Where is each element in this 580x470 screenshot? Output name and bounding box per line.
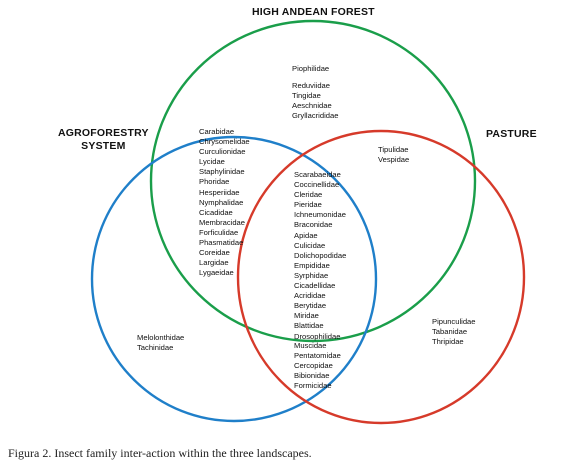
family-item: Nymphalidae: [199, 197, 244, 207]
family-item: Tipulidae: [378, 145, 409, 154]
family-item: Tabanidae: [432, 327, 468, 337]
agroforestry-system-circle: [90, 135, 378, 423]
family-item: Apidae: [294, 230, 318, 240]
forest-pasture-families: Tipulidae Vespidae: [378, 145, 409, 165]
high-andean-forest-label: HIGH ANDEAN FOREST: [252, 6, 375, 18]
family-item: Pieridae: [294, 200, 322, 210]
family-item: Melolonthidae: [137, 333, 185, 342]
family-item: Curculionidae: [199, 147, 246, 157]
forest-only-families: Piophilidae Reduviidae Tingidae Aeschnid…: [292, 64, 338, 121]
family-item: Drosophilidae: [294, 331, 341, 341]
family-item: Phoridae: [199, 177, 230, 187]
family-item: Syrphidae: [294, 270, 329, 280]
pasture-label: PASTURE: [486, 128, 537, 140]
agroforestry-system-label: AGROFORESTRY SYSTEM: [58, 127, 149, 153]
family-item: Miridae: [294, 311, 319, 321]
family-item: Tachinidae: [137, 343, 174, 353]
family-item: Scarabaeidae: [294, 170, 341, 179]
family-item: Coreidae: [199, 248, 230, 258]
family-item: Cicadellidae: [294, 281, 336, 291]
family-item: Braconidae: [294, 220, 333, 230]
family-item: Aeschnidae: [292, 101, 332, 111]
agroforestry-pasture-families: Muscidae Pentatomidae Cercopidae Bibioni…: [294, 341, 341, 391]
family-item: Cicadidae: [199, 207, 233, 217]
family-item: Gryllacrididae: [292, 111, 339, 121]
family-item: Hesperiidae: [199, 187, 240, 197]
family-item: Empididae: [294, 260, 330, 270]
pasture-circle: [236, 129, 526, 425]
family-item: Staphylinidae: [199, 167, 245, 177]
family-item: Dolichopodidae: [294, 250, 347, 260]
pasture-only-families: Pipunculidae Tabanidae Thripidae: [432, 317, 476, 347]
family-item: Lycidae: [199, 157, 225, 167]
family-item: Pentatomidae: [294, 351, 341, 361]
family-item: Cleridae: [294, 190, 323, 200]
family-item: Tingidae: [292, 91, 321, 101]
all-three-families: Scarabaeidae Coccinellidae Cleridae Pier…: [294, 170, 346, 342]
family-item: Ichneumonidae: [294, 210, 346, 220]
family-item: Thripidae: [432, 337, 464, 347]
family-item: Pipunculidae: [432, 317, 476, 326]
family-item: Formicidae: [294, 381, 332, 391]
family-item: Membracidae: [199, 217, 246, 227]
family-item: Forficulidae: [199, 227, 239, 237]
figure-caption: Figura 2. Insect family inter-action wit…: [8, 446, 312, 460]
family-item: Coccinellidae: [294, 180, 340, 190]
family-item: Berytidae: [294, 301, 327, 311]
family-item: Largidae: [199, 258, 229, 268]
agroforestry-label-line1: AGROFORESTRY: [58, 127, 149, 139]
agroforestry-only-families: Melolonthidae Tachinidae: [137, 333, 184, 353]
family-item: Muscidae: [294, 341, 327, 350]
forest-agroforestry-families: Carabidae Chrysomelidae Curculionidae Ly…: [199, 127, 250, 278]
family-item: Piophilidae: [292, 64, 330, 73]
agroforestry-label-line2: SYSTEM: [81, 140, 126, 152]
family-item: Carabidae: [199, 127, 235, 136]
family-item: Reduviidae: [292, 81, 330, 91]
family-item: Culicidae: [294, 240, 326, 250]
family-item: Cercopidae: [294, 361, 333, 371]
family-item: Chrysomelidae: [199, 137, 250, 147]
family-item: Vespidae: [378, 155, 410, 165]
family-item: Lygaeidae: [199, 268, 234, 278]
family-item: Acrididae: [294, 291, 326, 301]
high-andean-forest-circle: [149, 19, 477, 343]
family-item: Bibionidae: [294, 371, 330, 381]
family-item: Blattidae: [294, 321, 324, 331]
family-item: Phasmatidae: [199, 238, 244, 248]
